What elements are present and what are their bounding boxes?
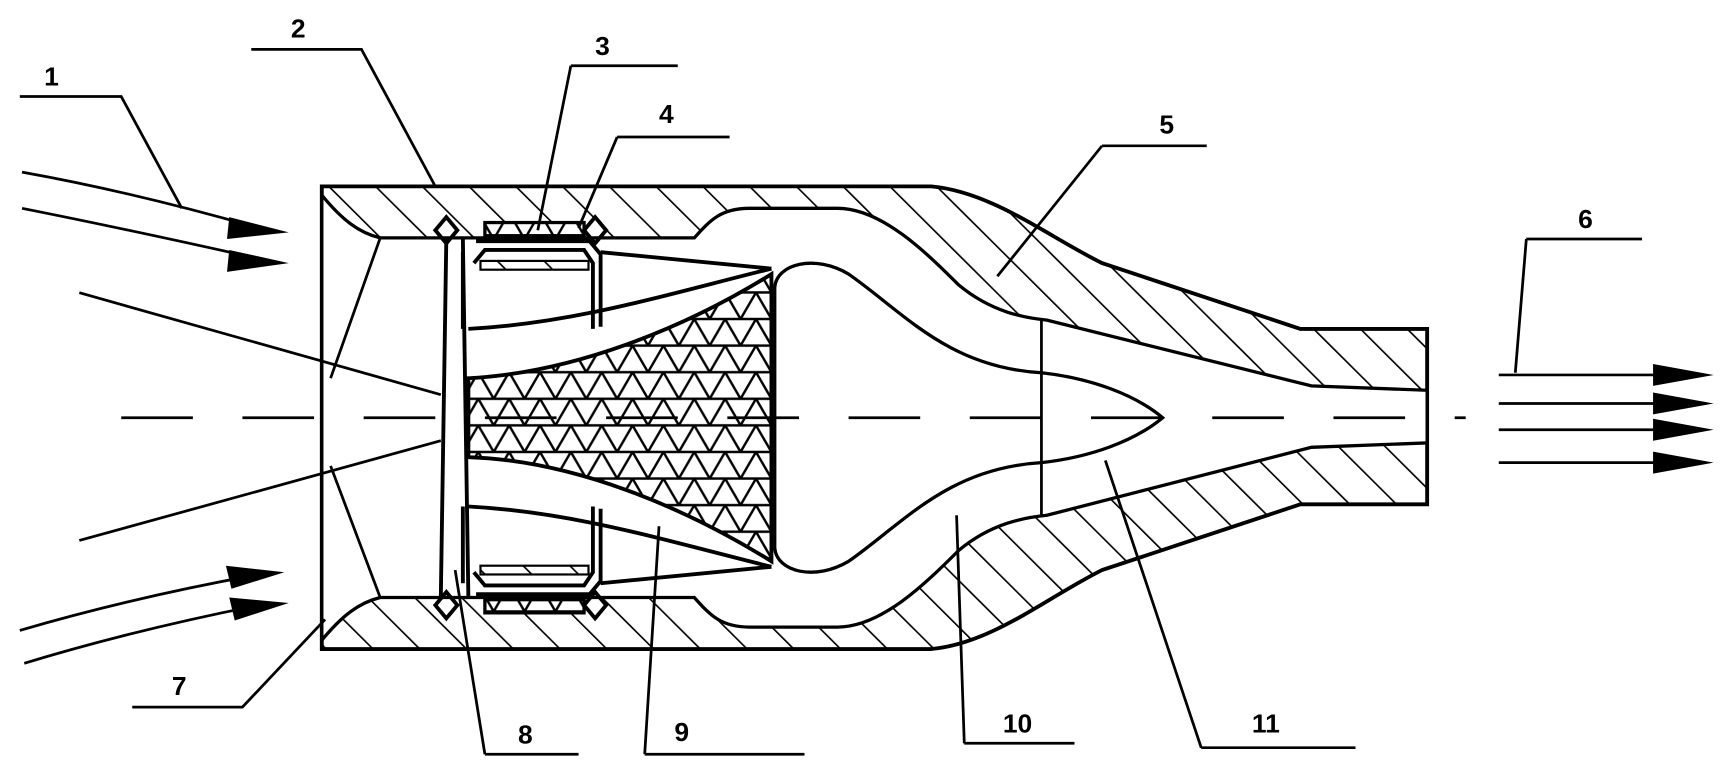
frame-ring — [438, 237, 471, 598]
label-2: 2 — [291, 13, 306, 43]
nozzle-blades — [468, 250, 772, 586]
label-4: 4 — [659, 99, 674, 129]
label-8: 8 — [518, 719, 533, 749]
label-9: 9 — [674, 717, 689, 747]
label-5: 5 — [1159, 110, 1174, 140]
inlet-cone-lines — [78, 195, 442, 641]
label-10: 10 — [1003, 708, 1032, 738]
leader-lines — [19, 47, 1643, 756]
inlet-flow-arrows — [19, 170, 260, 665]
label-7: 7 — [172, 671, 187, 701]
label-1: 1 — [44, 62, 59, 92]
label-6: 6 — [1578, 204, 1593, 234]
arrowheads — [225, 217, 1714, 621]
outlet-flow-arrows — [1498, 373, 1659, 465]
label-3: 3 — [595, 31, 610, 61]
label-11: 11 — [1252, 708, 1280, 738]
